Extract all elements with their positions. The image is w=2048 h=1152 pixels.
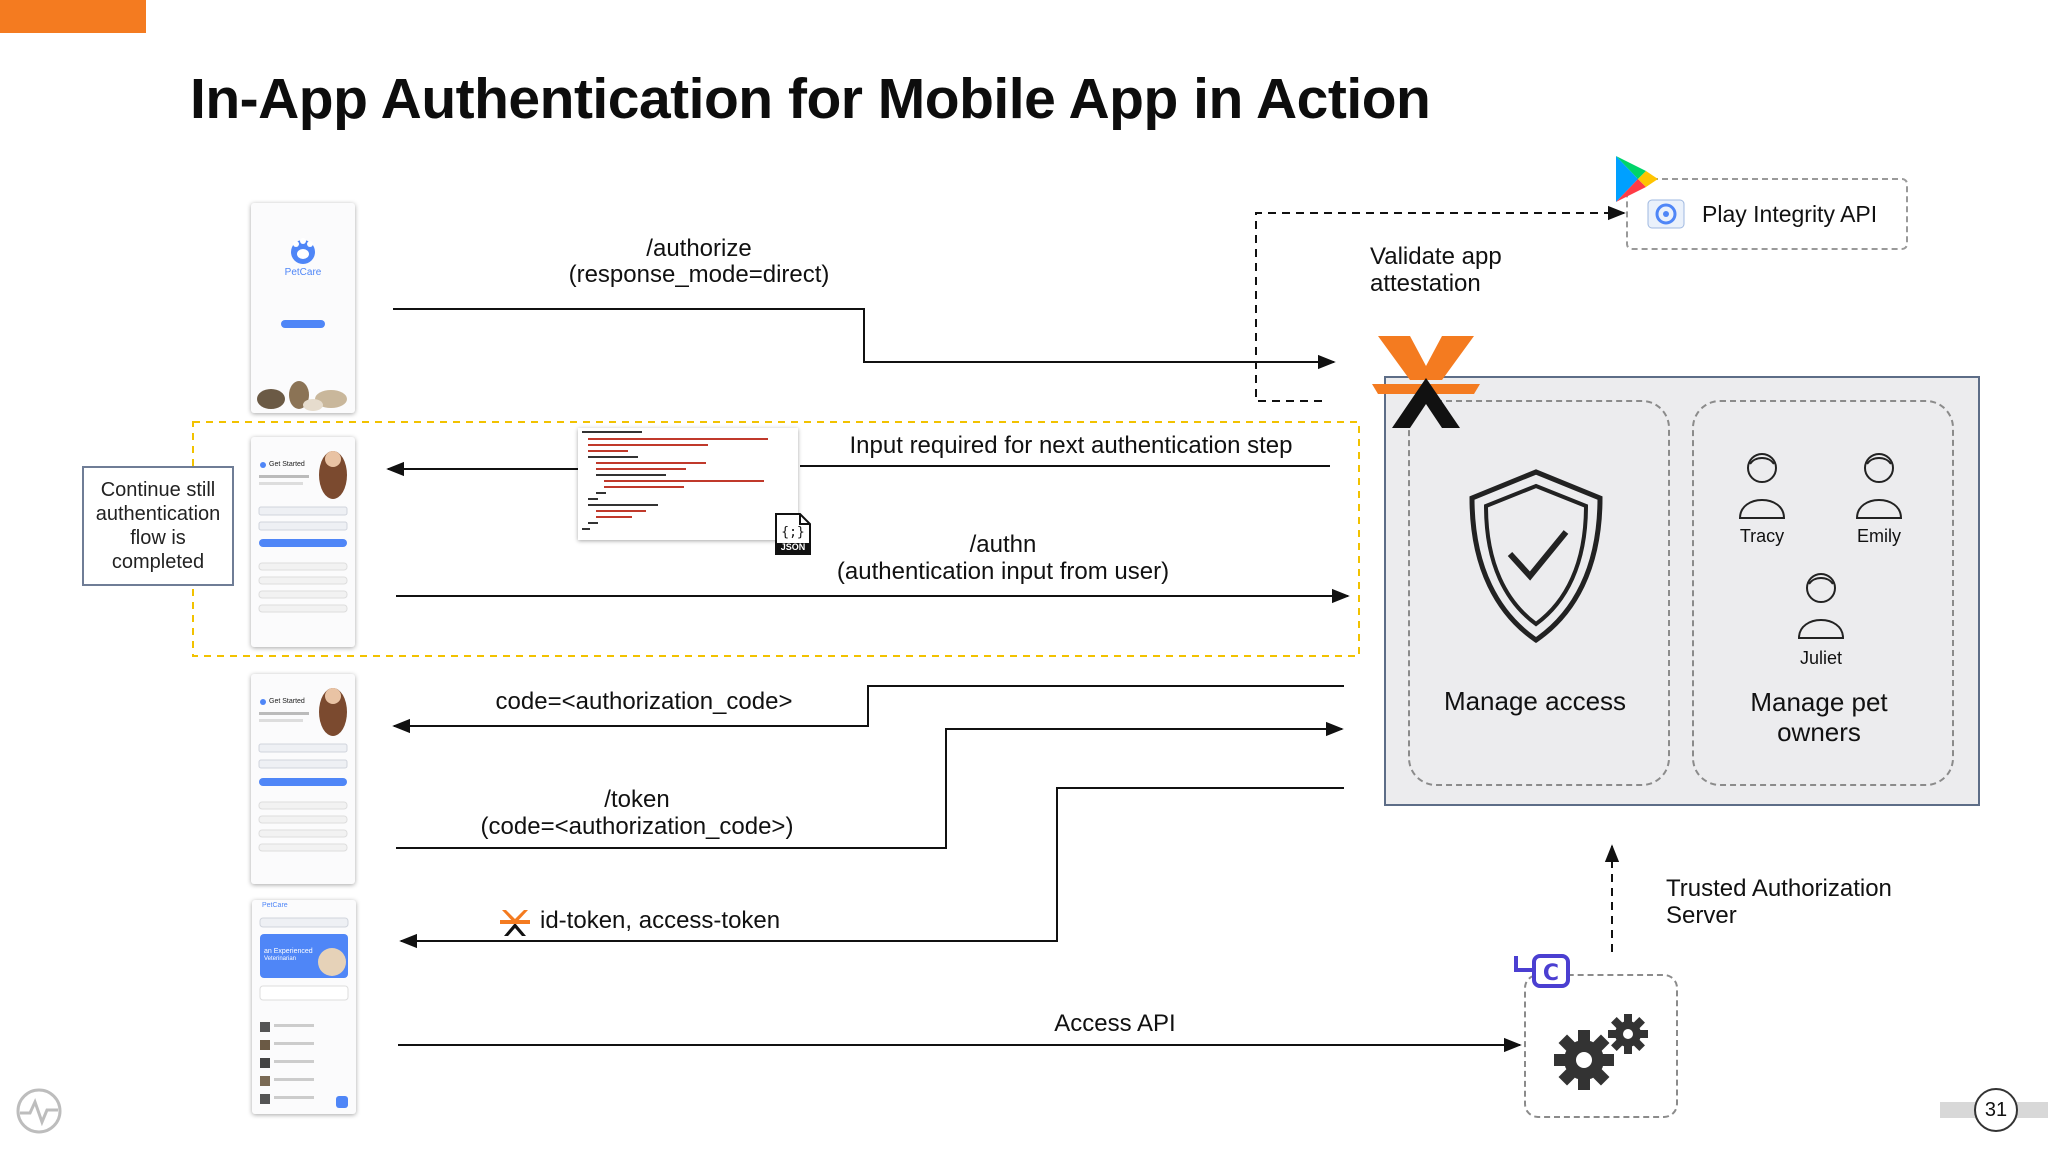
play-integrity-label: Play Integrity API bbox=[1702, 201, 1878, 227]
phone-get-started-title: Get Started bbox=[269, 698, 305, 705]
server-logo-icon bbox=[1372, 336, 1480, 428]
gears-icon bbox=[1554, 1014, 1648, 1090]
phone-screen-get-started-1: Get Started bbox=[251, 437, 355, 647]
token-label-1: /token bbox=[604, 786, 670, 813]
page-number: 31 bbox=[1974, 1088, 2018, 1132]
user-name-juliet: Juliet bbox=[1799, 648, 1843, 668]
json-response-thumbnail bbox=[578, 428, 798, 540]
user-name-emily: Emily bbox=[1857, 526, 1901, 546]
phone-screen-login-splash: PetCare bbox=[251, 203, 355, 413]
attestation-arrow bbox=[1255, 205, 1626, 402]
phone-brand: PetCare bbox=[284, 267, 322, 278]
authorize-label-1: /authorize bbox=[646, 235, 752, 262]
phone-splash-art bbox=[257, 238, 347, 411]
code-label: code=<authorization_code> bbox=[495, 688, 793, 715]
phone-get-started-title: Get Started bbox=[269, 461, 305, 468]
trusted-label-1: Trusted Authorization bbox=[1666, 875, 1892, 902]
manage-pet-owners-label-2: owners bbox=[1777, 717, 1861, 747]
phone-form-art-2 bbox=[258, 688, 348, 852]
phone-screen-home: PetCare an Experienced Veterinarian bbox=[252, 900, 356, 1114]
user-name-tracy: Tracy bbox=[1739, 526, 1785, 546]
accent-tab bbox=[0, 0, 146, 33]
code-arrow bbox=[392, 685, 1344, 734]
validate-label-1: Validate app bbox=[1370, 243, 1502, 270]
trusted-label-2: Server bbox=[1666, 902, 1737, 929]
user-icon bbox=[1738, 453, 1786, 519]
svg-text:C: C bbox=[1543, 961, 1559, 986]
access-api-label: Access API bbox=[1054, 1010, 1176, 1037]
authorization-server-panel bbox=[1384, 376, 1980, 806]
input-required-label: Input required for next authentication s… bbox=[849, 432, 1293, 459]
authorize-arrow bbox=[393, 308, 1336, 370]
authn-label-2: (authentication input from user) bbox=[836, 558, 1170, 585]
tokens-label: id-token, access-token bbox=[540, 907, 781, 934]
authorize-label-2: (response_mode=direct) bbox=[568, 261, 830, 288]
heartbeat-logo-icon bbox=[16, 1088, 62, 1134]
manage-pet-owners-label-1: Manage pet bbox=[1750, 687, 1888, 717]
validate-label-2: attestation bbox=[1370, 270, 1481, 297]
phone-form-art-1 bbox=[258, 451, 348, 613]
tokens-arrow bbox=[399, 787, 1344, 949]
json-badge: JSON bbox=[780, 542, 806, 552]
api-connector-icon: C bbox=[1514, 954, 1570, 988]
authn-label-1: /authn bbox=[969, 531, 1037, 558]
page-title: In-App Authentication for Mobile App in … bbox=[190, 67, 1431, 131]
manage-access-box bbox=[1408, 400, 1670, 786]
user-icon bbox=[1855, 453, 1903, 519]
phone-screen-get-started-2: Get Started bbox=[251, 674, 355, 884]
x-logo-icon bbox=[500, 910, 530, 936]
manage-pet-owners-box bbox=[1692, 400, 1954, 786]
phone-banner-line2: Veterinarian bbox=[264, 956, 297, 962]
token-label-2: (code=<authorization_code>) bbox=[480, 813, 794, 840]
attestation-icon bbox=[1647, 199, 1685, 229]
user-icon bbox=[1797, 573, 1845, 639]
phone-home-art bbox=[259, 917, 349, 1108]
phone-banner-line1: an Experienced bbox=[264, 948, 313, 955]
svg-text:{;}: {;} bbox=[781, 525, 804, 540]
manage-access-label: Manage access bbox=[1443, 686, 1627, 716]
token-arrow bbox=[396, 721, 1344, 849]
phone-brand: PetCare bbox=[262, 902, 288, 909]
google-play-icon bbox=[1616, 156, 1658, 202]
continue-note: Continue still authentication flow is co… bbox=[82, 466, 234, 586]
shield-check-icon bbox=[1469, 469, 1603, 644]
json-file-icon: {;} bbox=[775, 513, 811, 555]
json-code-lines bbox=[582, 431, 768, 530]
